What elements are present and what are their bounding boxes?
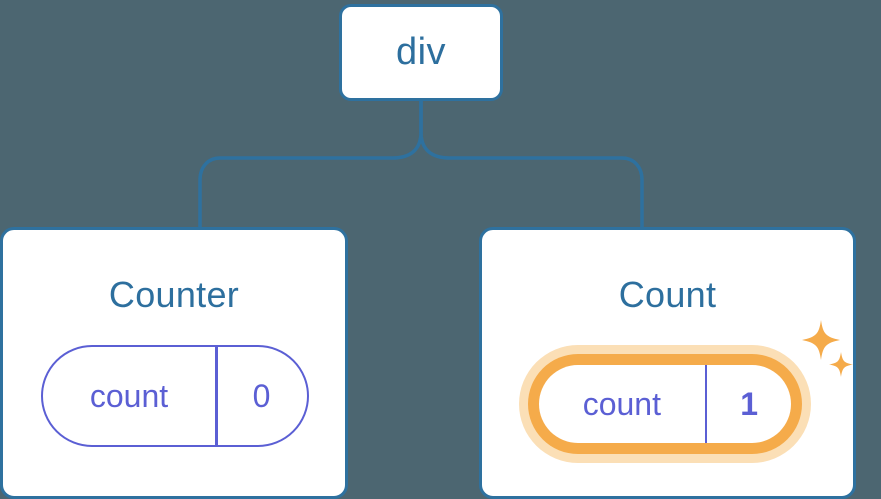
state-pill-divider [215,347,218,445]
state-pill-body: count 0 [41,345,309,447]
node-root-label: div [395,31,447,73]
node-root-div[interactable]: div [339,4,503,101]
state-pill-count-highlighted[interactable]: count 1 [519,345,811,463]
state-value-label: 1 [740,385,758,422]
state-pill-divider [704,365,708,443]
state-value-label: 0 [252,377,271,414]
state-key-label: count [582,385,661,422]
node-title-count: Count [618,274,717,315]
state-pill-body: count 1 [539,365,791,443]
state-key-label: count [89,377,169,414]
state-pill-counter[interactable]: count 0 [41,345,309,447]
connector-branch-left [198,99,423,229]
node-title-counter: Counter [108,274,240,315]
connector-branch-right [419,99,644,229]
